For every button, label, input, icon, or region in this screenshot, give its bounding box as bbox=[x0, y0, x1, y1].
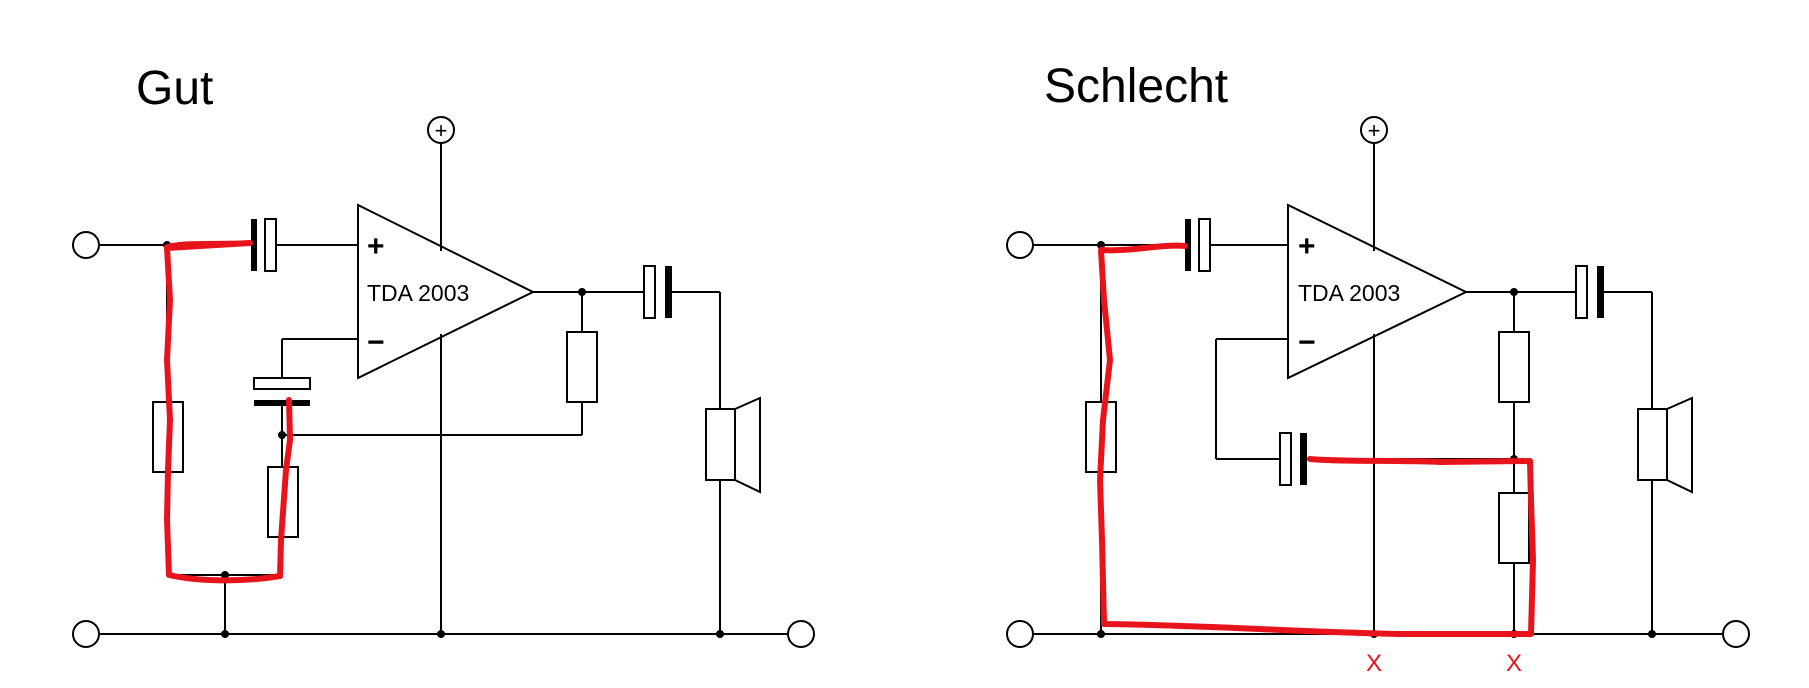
junction-dot bbox=[1648, 630, 1656, 638]
junction-dot bbox=[221, 630, 229, 638]
output-capacitor bbox=[643, 265, 672, 319]
junction-dot bbox=[437, 630, 445, 638]
supply-symbol: + bbox=[435, 118, 448, 143]
supply-symbol: + bbox=[1368, 118, 1381, 143]
ground-terminal-left bbox=[72, 620, 100, 648]
marker-x-2: X bbox=[1506, 650, 1522, 677]
ground-loop-highlight bbox=[1097, 242, 1536, 637]
feedback-capacitor bbox=[253, 377, 311, 406]
input-terminal bbox=[72, 231, 100, 259]
opamp-plus-pin: + bbox=[367, 230, 385, 263]
resistor-output bbox=[1498, 331, 1530, 403]
title-good: Gut bbox=[136, 62, 213, 115]
opamp-minus-pin: − bbox=[367, 326, 385, 359]
resistor-output bbox=[566, 331, 598, 403]
resistor-feedback bbox=[1498, 492, 1530, 564]
chip-label: TDA 2003 bbox=[367, 280, 469, 306]
opamp-plus-pin: + bbox=[1298, 230, 1316, 263]
schematic-good: Gut + − TDA 2003 + bbox=[72, 62, 815, 648]
opamp-triangle bbox=[357, 203, 536, 380]
input-capacitor bbox=[251, 218, 277, 272]
feedback-capacitor bbox=[1279, 432, 1307, 486]
opamp-minus-pin: − bbox=[1298, 326, 1316, 359]
schematic-bad: Schlecht + − TDA 2003 + bbox=[1006, 60, 1750, 677]
speaker-icon bbox=[705, 396, 761, 494]
opamp-triangle bbox=[1287, 203, 1469, 380]
speaker-icon bbox=[1637, 396, 1693, 494]
chip-label: TDA 2003 bbox=[1298, 280, 1400, 306]
junction-dot bbox=[716, 630, 724, 638]
ground-terminal-left bbox=[1006, 620, 1034, 648]
input-terminal bbox=[1006, 231, 1034, 259]
title-bad: Schlecht bbox=[1044, 60, 1228, 113]
ground-loop-highlight bbox=[164, 240, 293, 584]
output-capacitor bbox=[1575, 265, 1604, 319]
ground-terminal-right bbox=[787, 620, 815, 648]
input-capacitor bbox=[1185, 218, 1211, 272]
ground-terminal-right bbox=[1722, 620, 1750, 648]
junction-dot bbox=[1097, 630, 1105, 638]
marker-x-1: X bbox=[1366, 650, 1382, 677]
